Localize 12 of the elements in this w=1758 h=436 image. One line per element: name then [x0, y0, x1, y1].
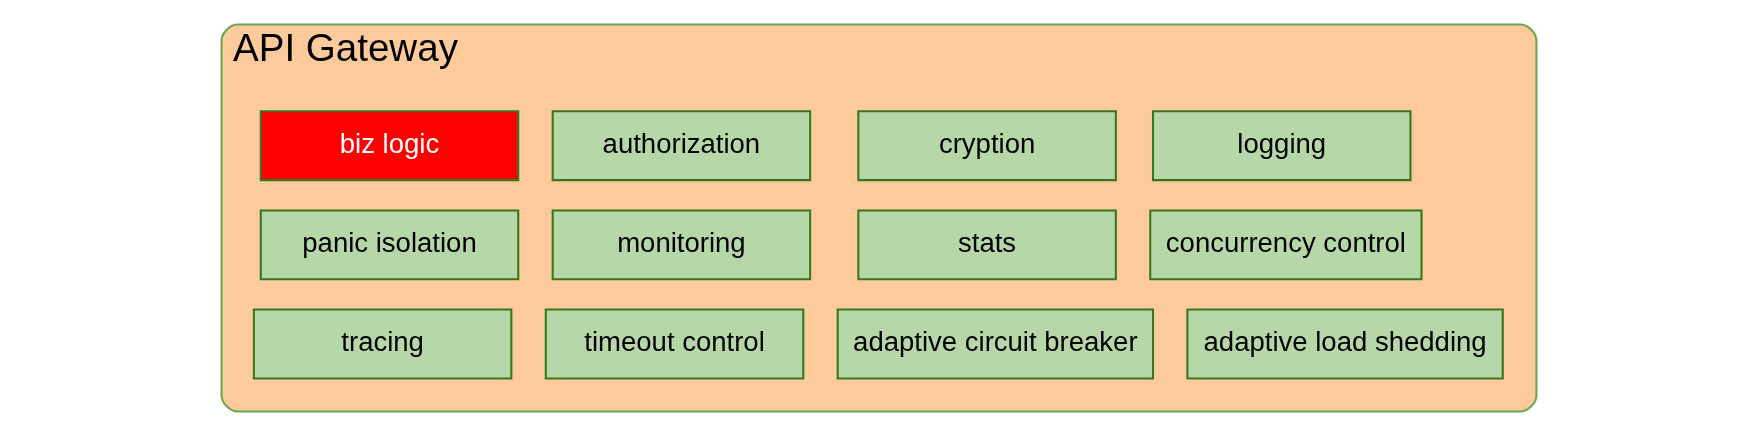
node-box: authorization — [551, 110, 812, 182]
node-box: cryption — [857, 110, 1117, 182]
node-box: adaptive circuit breaker — [836, 308, 1155, 380]
node-box: biz logic — [259, 110, 520, 182]
node-box: concurrency control — [1149, 209, 1423, 281]
node-box: monitoring — [551, 209, 812, 281]
node-box: stats — [857, 209, 1117, 281]
node-box: adaptive load shedding — [1186, 308, 1504, 380]
node-box: panic isolation — [259, 209, 520, 281]
node-box: tracing — [252, 308, 513, 380]
node-box: timeout control — [544, 308, 805, 380]
node-box: logging — [1151, 110, 1412, 182]
